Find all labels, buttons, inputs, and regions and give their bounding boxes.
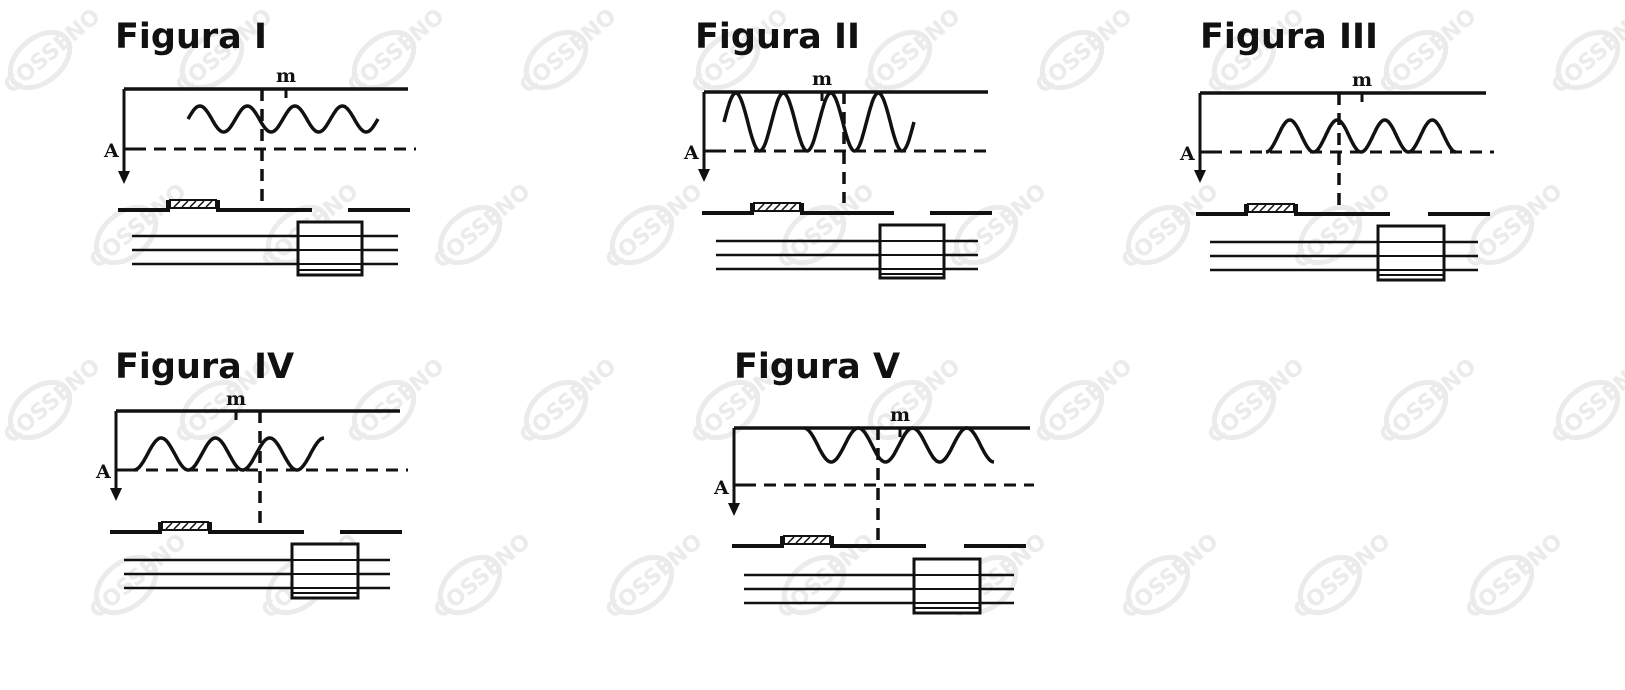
watermark-mark: COSSENO <box>1031 354 1137 449</box>
apparatus-diagram: A m <box>95 388 408 600</box>
axis-label: A <box>713 477 729 499</box>
marker-label: m <box>1352 69 1372 91</box>
watermark-swirl <box>179 29 245 91</box>
apparatus-diagram: A m <box>713 404 1034 615</box>
figure-title: Figura IV <box>115 347 295 387</box>
watermark-swirl <box>953 204 1019 266</box>
cart-box <box>912 557 982 615</box>
watermark-mark: COSSENO <box>1461 529 1567 624</box>
wave-curve <box>1265 118 1457 154</box>
cart-box <box>1376 224 1446 282</box>
wave-curve <box>186 104 380 134</box>
watermark-swirl <box>1125 204 1191 266</box>
cart-dividers <box>1378 241 1444 276</box>
watermark-swirl <box>437 554 503 616</box>
cart-dividers <box>880 240 944 275</box>
wave-curve <box>803 426 995 464</box>
watermark-swirl <box>1211 29 1277 91</box>
plate-hatch <box>757 203 797 211</box>
marker-label: m <box>890 404 910 426</box>
axis-label: A <box>683 142 699 164</box>
wave-curve <box>133 436 325 472</box>
watermark-mark: COSSENO <box>515 4 621 99</box>
plate-hatch <box>1251 204 1291 212</box>
watermark-swirl <box>351 29 417 91</box>
cart-dividers <box>914 574 980 609</box>
apparatus-diagram: A m <box>683 68 994 280</box>
apparatus-diagram: A m <box>1179 69 1494 282</box>
cart-dividers <box>298 235 362 271</box>
watermark-swirl <box>93 554 159 616</box>
watermark-swirl <box>7 379 73 441</box>
plate-hatch <box>173 200 213 208</box>
marker-label: m <box>226 388 246 410</box>
watermark-mark: COSSENO <box>429 529 535 624</box>
figure-title: Figura II <box>695 17 860 57</box>
figure-title: Figura V <box>734 347 901 387</box>
wave-curve <box>722 91 916 153</box>
watermark-mark: COSSENO <box>1031 4 1137 99</box>
watermark-swirl <box>179 379 245 441</box>
watermark-mark: COSSENO <box>1117 529 1223 624</box>
watermark-swirl <box>695 29 761 91</box>
watermark-mark: COSSENO <box>1547 354 1625 449</box>
cart-box <box>290 542 360 600</box>
watermark-mark: COSSENO <box>0 4 105 99</box>
figure-title: Figura III <box>1200 17 1379 57</box>
watermark-swirl <box>1211 379 1277 441</box>
axis-arrow-head <box>698 169 710 182</box>
axis-arrow-head <box>118 171 130 184</box>
apparatus-diagram: A m <box>103 65 416 277</box>
marker-label: m <box>276 65 296 87</box>
cart-box <box>296 220 364 277</box>
watermark-mark: COSSENO <box>429 179 535 274</box>
watermark-swirl <box>351 379 417 441</box>
watermark-swirl <box>1383 29 1449 91</box>
watermark-swirl <box>1555 379 1621 441</box>
marker-label: m <box>812 68 832 90</box>
cart-box <box>878 223 946 280</box>
watermark-swirl <box>609 204 675 266</box>
axis-arrow-head <box>110 488 122 501</box>
watermark-swirl <box>93 204 159 266</box>
cart-dividers <box>292 559 358 594</box>
watermark-swirl <box>867 29 933 91</box>
watermark-swirl <box>523 29 589 91</box>
axis-label: A <box>1179 143 1195 165</box>
axis-arrow-head <box>1194 170 1206 183</box>
watermark-mark: COSSENO <box>1289 529 1395 624</box>
plate-hatch <box>165 522 205 530</box>
watermark-mark: COSSENO <box>1547 4 1625 99</box>
watermark-swirl <box>1039 29 1105 91</box>
watermark-swirl <box>1383 379 1449 441</box>
axis-label: A <box>103 140 119 162</box>
plate-hatch <box>787 536 827 544</box>
axis-label: A <box>95 461 111 483</box>
watermark-swirl <box>523 379 589 441</box>
watermark-mark: COSSENO <box>515 354 621 449</box>
watermark-mark: COSSENO <box>1375 354 1481 449</box>
watermark-mark: COSSENO <box>1203 354 1309 449</box>
axis-arrow-head <box>728 503 740 516</box>
watermark-swirl <box>437 204 503 266</box>
figure-title: Figura I <box>115 17 267 57</box>
watermark-swirl <box>1039 379 1105 441</box>
watermark-swirl <box>1555 29 1621 91</box>
